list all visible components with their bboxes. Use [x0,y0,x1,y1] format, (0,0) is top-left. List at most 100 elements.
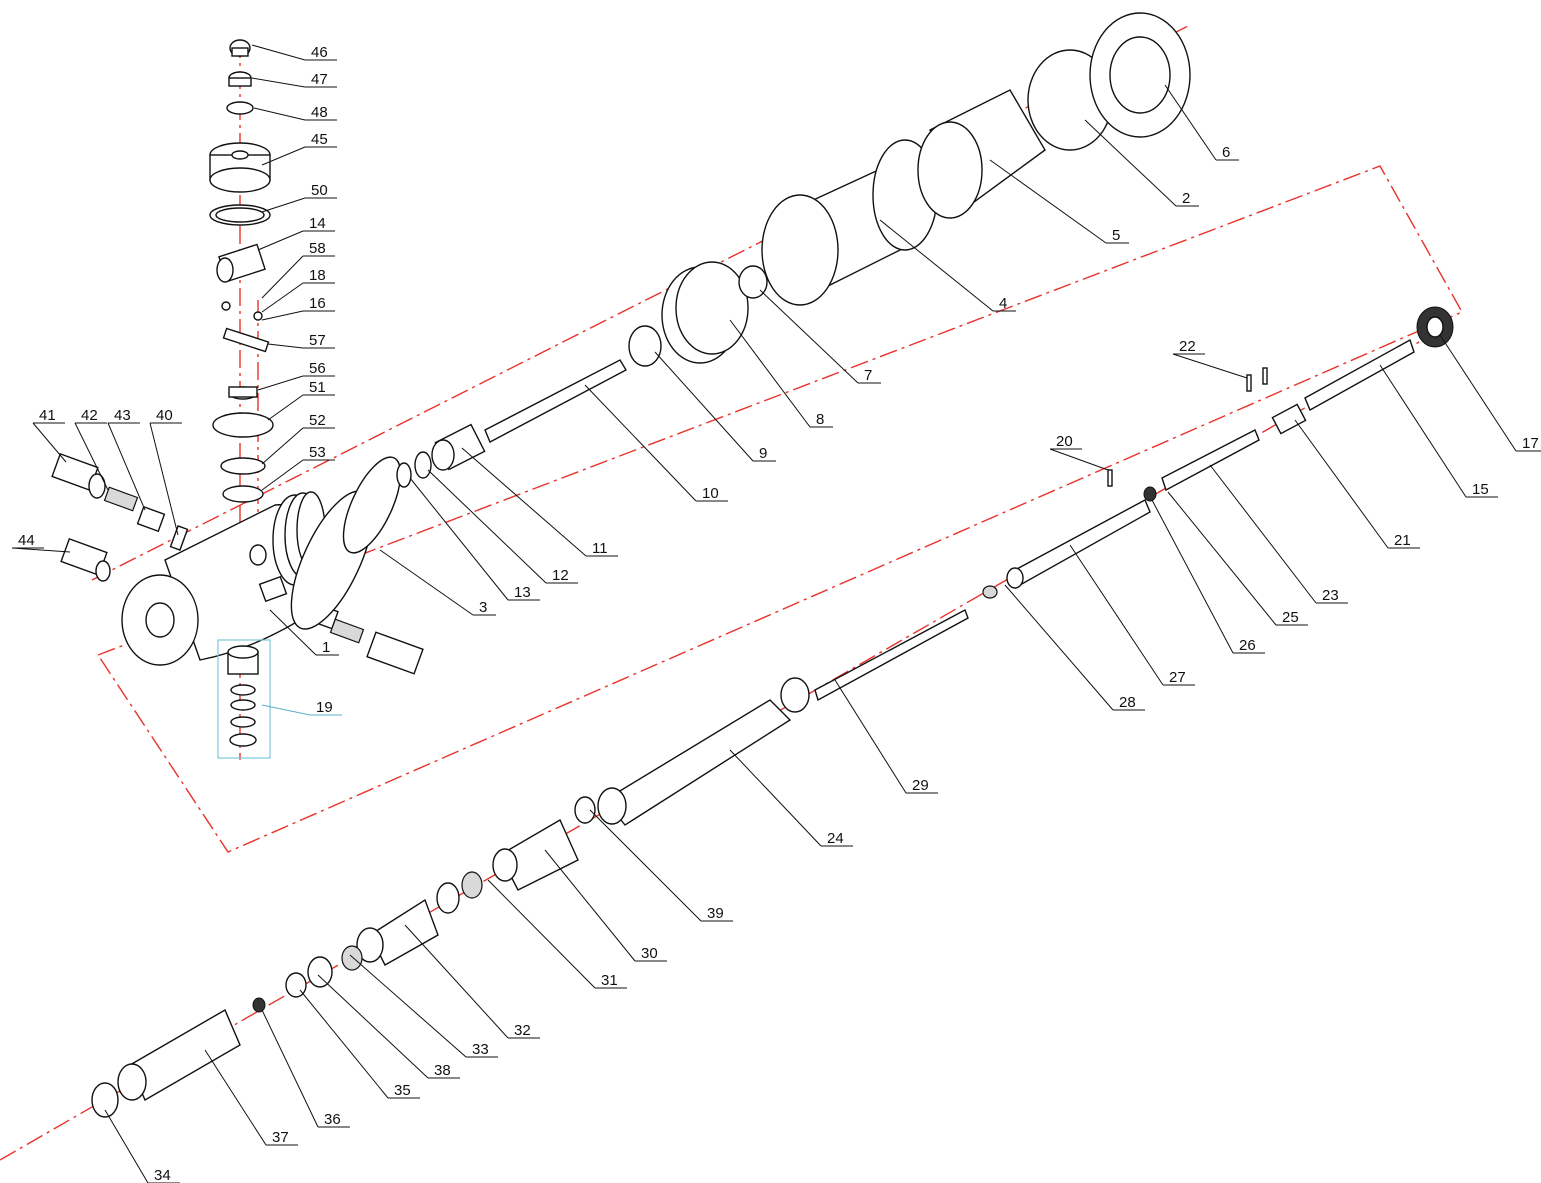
callout-label-33: 33 [472,1041,489,1058]
callout-leader-1 [269,609,317,656]
callout-leader-5 [989,159,1107,244]
callout-leader-58 [261,255,304,299]
callout-leader-52 [261,427,304,465]
callout-label-16: 16 [309,295,326,312]
callout-label-11: 11 [592,540,608,557]
callout-label-23: 23 [1322,587,1339,604]
callouts: 1234567891011121314151617181920212223242… [11,44,1541,1183]
callout-label-32: 32 [514,1022,531,1039]
callout-leader-43 [107,422,146,511]
callout-leader-9 [654,351,754,462]
callout-leader-8 [729,319,811,428]
callout-leader-4 [879,219,994,312]
callout-label-50: 50 [311,182,328,199]
callout-label-4: 4 [999,295,1007,312]
callout-label-5: 5 [1112,227,1120,244]
callout-label-56: 56 [309,360,326,377]
callout-label-57: 57 [309,332,326,349]
callout-leader-17 [1439,334,1517,452]
callout-label-3: 3 [479,599,487,616]
callout-label-58: 58 [309,240,326,257]
callout-label-48: 48 [311,104,328,121]
callout-leader-29 [834,679,907,794]
callout-leader-31 [487,879,596,989]
callout-label-41: 41 [39,407,56,424]
callout-leader-39 [589,809,702,922]
callout-label-40: 40 [156,407,173,424]
callout-leader-6 [1164,84,1217,161]
callout-label-52: 52 [309,412,326,429]
callout-label-18: 18 [309,267,326,284]
callout-leader-41 [32,422,67,463]
callout-leader-50 [261,197,306,213]
callout-label-10: 10 [702,485,719,502]
callout-leader-10 [584,384,697,502]
callout-leader-24 [729,749,822,847]
callout-leader-57 [267,343,304,349]
callout-label-22: 22 [1179,338,1196,355]
callout-leader-20 [1049,448,1109,471]
callout-leader-3 [379,549,474,616]
callout-label-38: 38 [434,1062,451,1079]
callout-leader-44 [11,547,71,553]
callout-label-25: 25 [1282,609,1299,626]
callout-leader-19 [261,704,311,716]
top-stack [209,39,274,503]
callout-label-34: 34 [154,1167,171,1183]
callout-label-14: 14 [309,215,326,232]
assembly-boundary [97,165,1463,853]
callout-label-42: 42 [81,407,98,424]
callout-leader-27 [1069,544,1164,686]
callout-leader-48 [253,107,306,121]
callout-label-21: 21 [1394,532,1411,549]
callout-leader-56 [257,375,304,391]
callout-label-8: 8 [816,411,824,428]
callout-leader-51 [267,394,304,421]
callout-label-31: 31 [601,972,618,989]
callout-leader-13 [409,477,509,601]
callout-label-45: 45 [311,131,328,148]
callout-leader-47 [251,77,306,88]
callout-label-1: 1 [322,639,330,656]
callout-leader-22 [1172,353,1248,379]
callout-label-6: 6 [1222,144,1230,161]
callout-label-44: 44 [18,532,35,549]
callout-label-24: 24 [827,830,844,847]
subassembly-19 [217,639,271,759]
callout-label-29: 29 [912,777,929,794]
callout-leader-25 [1167,491,1277,626]
callout-leader-18 [261,282,304,313]
callout-leader-30 [544,849,636,962]
callout-leader-42 [74,422,109,491]
callout-label-51: 51 [309,379,326,396]
callout-leader-46 [251,44,306,61]
callout-leader-11 [461,447,587,557]
callout-label-12: 12 [552,567,569,584]
callout-leader-40 [149,422,179,536]
callout-label-36: 36 [324,1111,341,1128]
pins [1107,367,1268,487]
callout-label-13: 13 [514,584,531,601]
callout-leader-15 [1379,364,1467,498]
callout-leader-14 [257,230,304,251]
callout-leader-36 [261,1009,319,1128]
callout-label-46: 46 [311,44,328,61]
callout-label-7: 7 [864,367,872,384]
callout-leader-26 [1151,499,1234,654]
callout-label-53: 53 [309,444,326,461]
callout-leader-33 [349,954,467,1058]
lower-axis-parts [91,306,1454,1118]
callout-label-9: 9 [759,445,767,462]
callout-label-47: 47 [311,71,328,88]
callout-label-2: 2 [1182,190,1190,207]
callout-label-30: 30 [641,945,658,962]
callout-leader-23 [1209,464,1317,604]
callout-label-20: 20 [1056,433,1073,450]
callout-label-15: 15 [1472,481,1489,498]
callout-label-19: 19 [316,699,333,716]
callout-leader-32 [404,924,509,1039]
callout-label-28: 28 [1119,694,1136,711]
callout-label-17: 17 [1522,435,1539,452]
callout-leader-34 [104,1109,149,1183]
